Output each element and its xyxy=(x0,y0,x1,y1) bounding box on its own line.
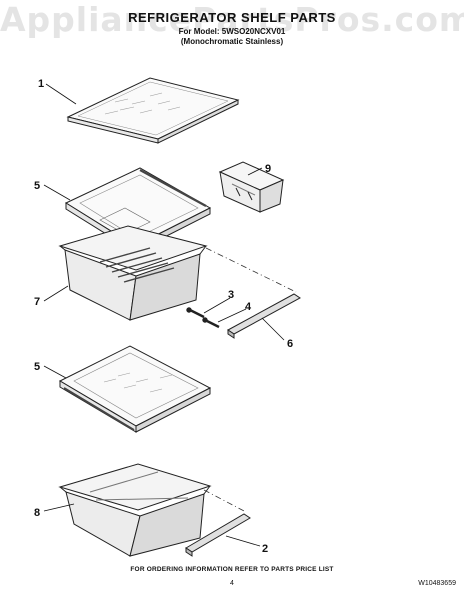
watermark-text: AppliancePartsPros.com xyxy=(0,0,464,39)
part-3-screw xyxy=(186,307,205,319)
document-number: W10483659 xyxy=(418,580,456,587)
part-2-rail xyxy=(185,513,251,557)
callout-8: 8 xyxy=(34,507,40,519)
alignment-line-upper xyxy=(205,247,297,293)
part-9-bin xyxy=(218,161,285,213)
part-6-rail xyxy=(227,293,301,339)
callout-9: 9 xyxy=(265,163,271,175)
part-7-upper-drawer xyxy=(58,225,208,321)
part-1-glass-shelf xyxy=(66,77,240,144)
callout-2: 2 xyxy=(262,543,268,555)
part-4-bracket xyxy=(202,317,220,329)
callout-4: 4 xyxy=(245,301,252,313)
callout-3: 3 xyxy=(228,289,234,301)
model-line: For Model: 5WSO20NCXV01 xyxy=(178,27,286,36)
callout-7: 7 xyxy=(34,296,40,308)
ordering-note: FOR ORDERING INFORMATION REFER TO PARTS … xyxy=(130,566,334,573)
callout-5-lower: 5 xyxy=(34,361,40,373)
page-number: 4 xyxy=(230,580,234,587)
callout-1: 1 xyxy=(38,78,44,90)
part-5-lower-cover xyxy=(58,345,212,433)
callout-5-upper: 5 xyxy=(34,180,40,192)
part-8-lower-drawer xyxy=(58,463,212,557)
alignment-line-lower xyxy=(203,489,247,513)
callout-6: 6 xyxy=(287,338,293,350)
leader-lines xyxy=(43,83,285,547)
variant-line: (Monochromatic Stainless) xyxy=(180,37,284,46)
page-title: REFRIGERATOR SHELF PARTS xyxy=(128,10,336,25)
